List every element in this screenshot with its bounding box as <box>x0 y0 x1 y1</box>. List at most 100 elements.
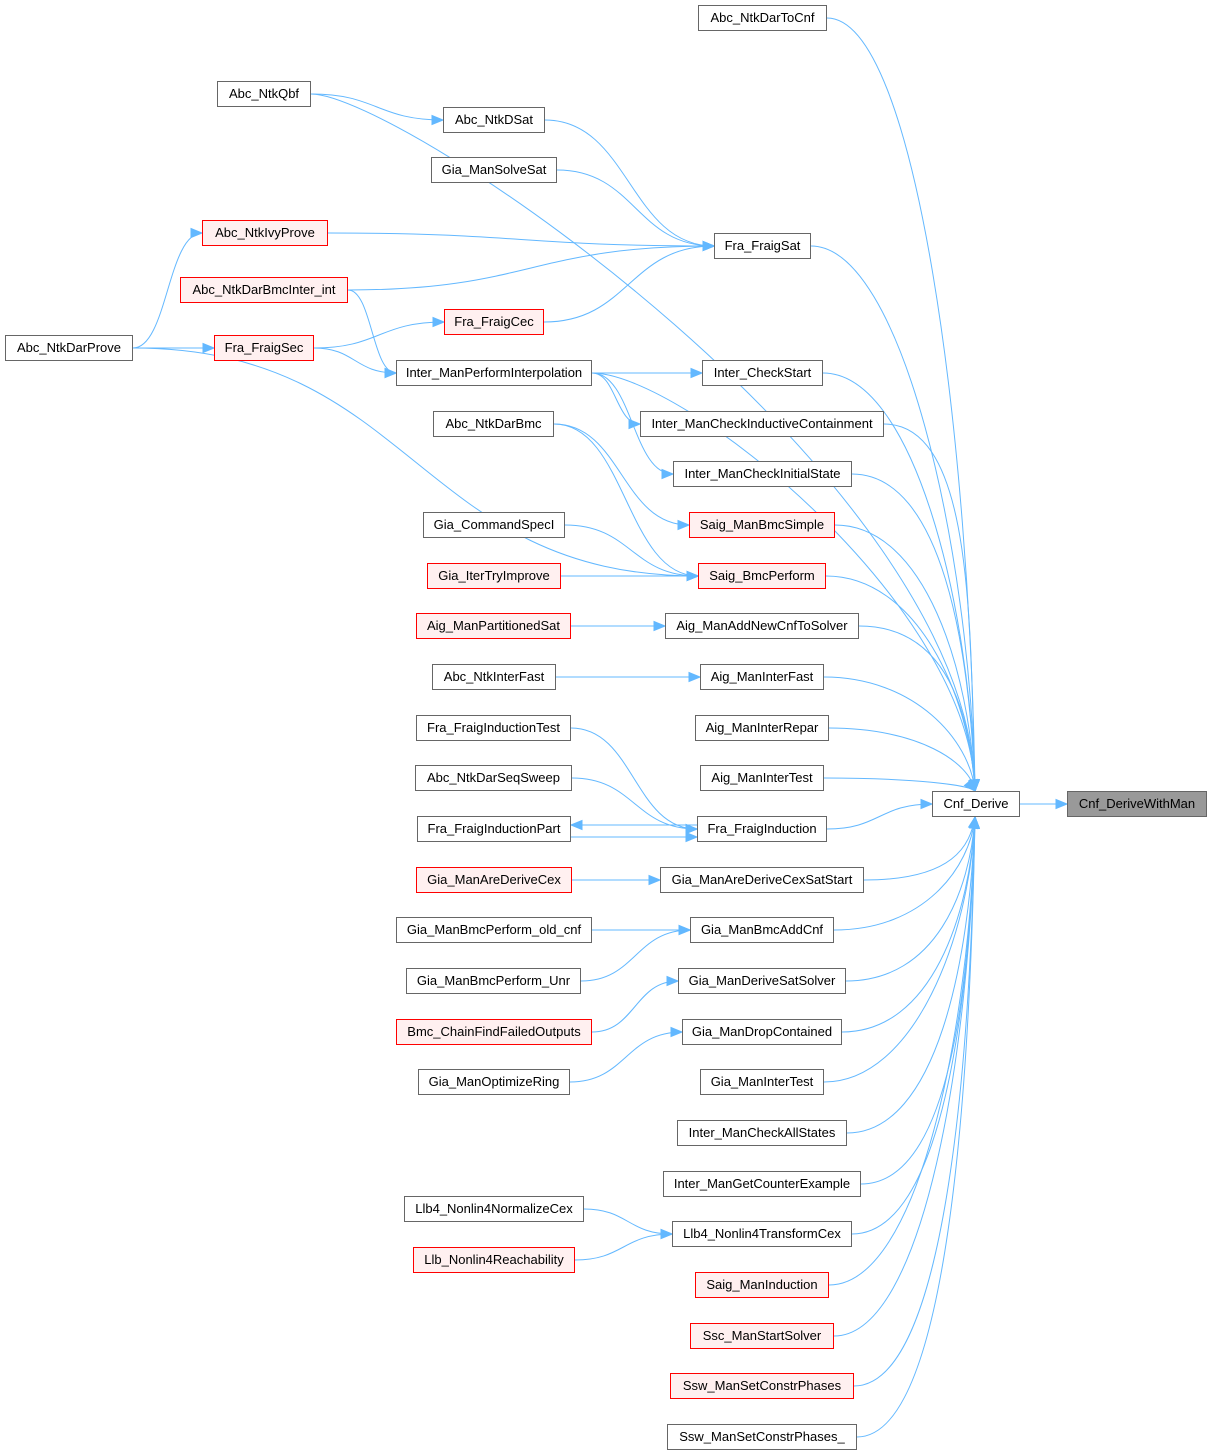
edge-cnf-derive-to-cnf-derivewithman-arrowhead <box>1055 798 1069 810</box>
graph-node-aig-maninterrepar[interactable]: Aig_ManInterRepar <box>695 715 829 741</box>
edge-gia-manbmcperform-unr-to-gia-manbmcaddcnf <box>580 929 691 982</box>
graph-node-saig-manbmcsimple[interactable]: Saig_ManBmcSimple <box>689 512 835 538</box>
graph-node-gia-manbmcperform-unr[interactable]: Gia_ManBmcPerform_Unr <box>406 968 581 994</box>
edge-gia-commandspeci-to-saig-bmcperform <box>564 524 699 577</box>
edge-aig-manintertest-to-cnf-derive-arrowhead <box>963 778 976 793</box>
graph-node-gia-mandropcontained[interactable]: Gia_ManDropContained <box>682 1019 842 1045</box>
edge-abc-ntkdarbmc-to-saig-bmcperform <box>553 423 699 577</box>
edge-gia-manoptimizering-to-gia-mandropcontained <box>569 1031 683 1083</box>
edge-abc-ntkinterfast-to-aig-maninterfast-arrowhead <box>688 671 702 683</box>
edge-inter-mancheckallstates-to-cnf-derive <box>846 816 976 1134</box>
edge-aig-manintertest-to-cnf-derive <box>823 777 976 792</box>
graph-node-llb4-nonlin4normalizecex[interactable]: Llb4_Nonlin4NormalizeCex <box>404 1196 584 1222</box>
graph-node-inter-mancheckallstates[interactable]: Inter_ManCheckAllStates <box>677 1120 847 1146</box>
edge-saig-maninduction-to-cnf-derive <box>828 816 976 1286</box>
graph-node-gia-manarederivecex[interactable]: Gia_ManAreDeriveCex <box>416 867 572 893</box>
graph-node-inter-manperforminterpolation[interactable]: Inter_ManPerformInterpolation <box>396 360 592 386</box>
edge-inter-manperforminterpolation-to-inter-mancheckinitialstate <box>591 372 674 475</box>
graph-node-llb4-nonlin4transformcex[interactable]: Llb4_Nonlin4TransformCex <box>672 1221 852 1247</box>
graph-node-inter-mangetcounterexample[interactable]: Inter_ManGetCounterExample <box>663 1171 861 1197</box>
graph-node-gia-manarederivecexsatstart[interactable]: Gia_ManAreDeriveCexSatStart <box>660 867 864 893</box>
edge-inter-manperforminterpolation-to-inter-mancheckinductivecontainment <box>591 372 641 425</box>
edge-gia-mansolvesat-to-fra-fraigsat <box>556 169 715 247</box>
graph-node-cnf-derive[interactable]: Cnf_Derive <box>932 791 1020 817</box>
edge-inter-manperforminterpolation-to-inter-checkstart-arrowhead <box>690 367 704 379</box>
edge-gia-manarederivecex-to-gia-manarederivecexsatstart-arrowhead <box>648 874 662 886</box>
edge-ssw-mansetconstrphases-to-cnf-derive <box>853 816 976 1387</box>
graph-node-gia-itertryimprove[interactable]: Gia_IterTryImprove <box>427 563 561 589</box>
graph-node-abc-ntkinterfast[interactable]: Abc_NtkInterFast <box>432 664 556 690</box>
graph-node-ssw-mansetconstrphases[interactable]: Ssw_ManSetConstrPhases <box>670 1373 854 1399</box>
edge-fra-fraigsec-to-inter-manperforminterpolation <box>313 347 397 374</box>
edge-abc-ntkdartocnf-to-cnf-derive <box>826 17 976 792</box>
graph-node-gia-commandspeci[interactable]: Gia_CommandSpecI <box>423 512 565 538</box>
graph-node-abc-ntkdartocnf[interactable]: Abc_NtkDarToCnf <box>698 5 827 31</box>
graph-node-inter-checkstart[interactable]: Inter_CheckStart <box>702 360 823 386</box>
graph-node-gia-manoptimizering[interactable]: Gia_ManOptimizeRing <box>418 1069 570 1095</box>
edge-gia-manbmcaddcnf-to-cnf-derive <box>833 816 976 931</box>
edge-inter-mancheckinductivecontainment-to-cnf-derive <box>883 423 976 792</box>
edge-abc-ntkqbf-to-abc-ntkdsat <box>310 93 444 121</box>
edge-saig-manbmcsimple-to-cnf-derive <box>834 524 976 792</box>
edge-llb4-nonlin4normalizecex-to-llb4-nonlin4transformcex <box>583 1208 673 1235</box>
edge-fra-fraiginductiontest-to-fra-fraiginduction <box>570 727 698 830</box>
graph-node-fra-fraigcec[interactable]: Fra_FraigCec <box>444 309 544 335</box>
edge-abc-ntkdarprove-to-abc-ntkivyprove-arrowhead <box>190 227 204 239</box>
graph-node-abc-ntkdarseqsweep[interactable]: Abc_NtkDarSeqSweep <box>415 765 572 791</box>
edge-inter-mancheckinitialstate-to-cnf-derive <box>851 473 976 792</box>
edge-abc-ntkdarprove-to-fra-fraigsec-arrowhead <box>202 342 216 354</box>
graph-node-fra-fraigsat[interactable]: Fra_FraigSat <box>714 233 811 259</box>
edge-ssw-mansetconstrphases-to-cnf-derive-arrowhead <box>969 815 981 829</box>
graph-node-ssw-mansetconstrphases[interactable]: Ssw_ManSetConstrPhases_ <box>667 1424 857 1450</box>
edge-aig-maninterfast-to-cnf-derive <box>823 676 976 792</box>
graph-node-aig-maninterfast[interactable]: Aig_ManInterFast <box>700 664 824 690</box>
graph-node-gia-mansolvesat[interactable]: Gia_ManSolveSat <box>431 157 557 183</box>
edge-inter-manperforminterpolation-to-inter-mancheckinitialstate-arrowhead <box>661 468 675 480</box>
graph-node-fra-fraiginduction[interactable]: Fra_FraigInduction <box>697 816 827 842</box>
graph-node-gia-manderivesatsolver[interactable]: Gia_ManDeriveSatSolver <box>678 968 846 994</box>
edge-llb-nonlin4reachability-to-llb4-nonlin4transformcex <box>574 1233 673 1261</box>
edge-abc-ntkdarbmcinter-int-to-inter-manperforminterpolation-arrowhead <box>384 367 398 379</box>
edge-bmc-chainfindfailedoutputs-to-gia-manderivesatsolver-arrowhead <box>666 975 680 987</box>
edge-gia-manoptimizering-to-gia-mandropcontained-arrowhead <box>670 1026 684 1038</box>
edge-fra-fraigcec-to-fra-fraigsat-arrowhead <box>702 240 716 252</box>
graph-node-aig-manintertest[interactable]: Aig_ManInterTest <box>700 765 824 791</box>
edge-inter-manperforminterpolation-to-cnf-derive <box>591 372 976 792</box>
graph-node-inter-mancheckinitialstate[interactable]: Inter_ManCheckInitialState <box>673 461 852 487</box>
edge-gia-manderivesatsolver-to-cnf-derive <box>845 816 976 982</box>
graph-node-abc-ntkqbf[interactable]: Abc_NtkQbf <box>217 81 311 107</box>
graph-node-inter-mancheckinductivecontainment[interactable]: Inter_ManCheckInductiveContainment <box>640 411 884 437</box>
edge-fra-fraigsec-to-fra-fraigcec-arrowhead <box>432 316 446 328</box>
edge-abc-ntkqbf-to-cnf-derive <box>310 93 976 792</box>
graph-node-aig-manpartitionedsat[interactable]: Aig_ManPartitionedSat <box>416 613 571 639</box>
edge-gia-manarederivecexsatstart-to-cnf-derive <box>863 816 976 881</box>
edge-fra-fraiginduction-to-fra-fraiginductionpart-arrowhead <box>569 819 583 831</box>
edge-abc-ntkqbf-to-abc-ntkdsat-arrowhead <box>431 114 445 126</box>
edge-fra-fraigcec-to-fra-fraigsat <box>543 245 715 323</box>
graph-node-abc-ntkdarprove[interactable]: Abc_NtkDarProve <box>5 335 133 361</box>
graph-node-gia-manintertest[interactable]: Gia_ManInterTest <box>700 1069 824 1095</box>
graph-node-saig-bmcperform[interactable]: Saig_BmcPerform <box>698 563 826 589</box>
graph-node-fra-fraigsec[interactable]: Fra_FraigSec <box>214 335 314 361</box>
graph-node-abc-ntkdsat[interactable]: Abc_NtkDSat <box>443 107 545 133</box>
graph-node-gia-manbmcaddcnf[interactable]: Gia_ManBmcAddCnf <box>690 917 834 943</box>
edge-fra-fraigsec-to-fra-fraigcec <box>313 321 445 349</box>
graph-node-fra-fraiginductionpart[interactable]: Fra_FraigInductionPart <box>417 816 571 842</box>
graph-node-llb-nonlin4reachability[interactable]: Llb_Nonlin4Reachability <box>413 1247 575 1273</box>
graph-node-saig-maninduction[interactable]: Saig_ManInduction <box>695 1272 829 1298</box>
graph-node-ssc-manstartsolver[interactable]: Ssc_ManStartSolver <box>690 1323 834 1349</box>
edge-aig-manpartitionedsat-to-aig-manaddnewcnftosolver-arrowhead <box>653 620 667 632</box>
edge-abc-ntkdsat-to-fra-fraigsat <box>544 119 715 247</box>
edge-gia-manintertest-to-cnf-derive <box>823 816 976 1083</box>
graph-node-abc-ntkdarbmcinter-int[interactable]: Abc_NtkDarBmcInter_int <box>180 277 348 303</box>
edge-ssw-mansetconstrphases-to-cnf-derive <box>856 816 976 1438</box>
edge-abc-ntkdarbmcinter-int-to-fra-fraigsat <box>347 245 715 291</box>
edge-aig-manaddnewcnftosolver-to-cnf-derive <box>858 625 976 792</box>
edge-fra-fraiginduction-to-cnf-derive <box>826 803 933 830</box>
graph-node-abc-ntkdarbmc[interactable]: Abc_NtkDarBmc <box>433 411 554 437</box>
graph-node-abc-ntkivyprove[interactable]: Abc_NtkIvyProve <box>202 220 328 246</box>
graph-node-gia-manbmcperform-old-cnf[interactable]: Gia_ManBmcPerform_old_cnf <box>396 917 592 943</box>
graph-node-fra-fraiginductiontest[interactable]: Fra_FraigInductionTest <box>416 715 571 741</box>
graph-node-bmc-chainfindfailedoutputs[interactable]: Bmc_ChainFindFailedOutputs <box>396 1019 592 1045</box>
graph-node-aig-manaddnewcnftosolver[interactable]: Aig_ManAddNewCnfToSolver <box>665 613 859 639</box>
